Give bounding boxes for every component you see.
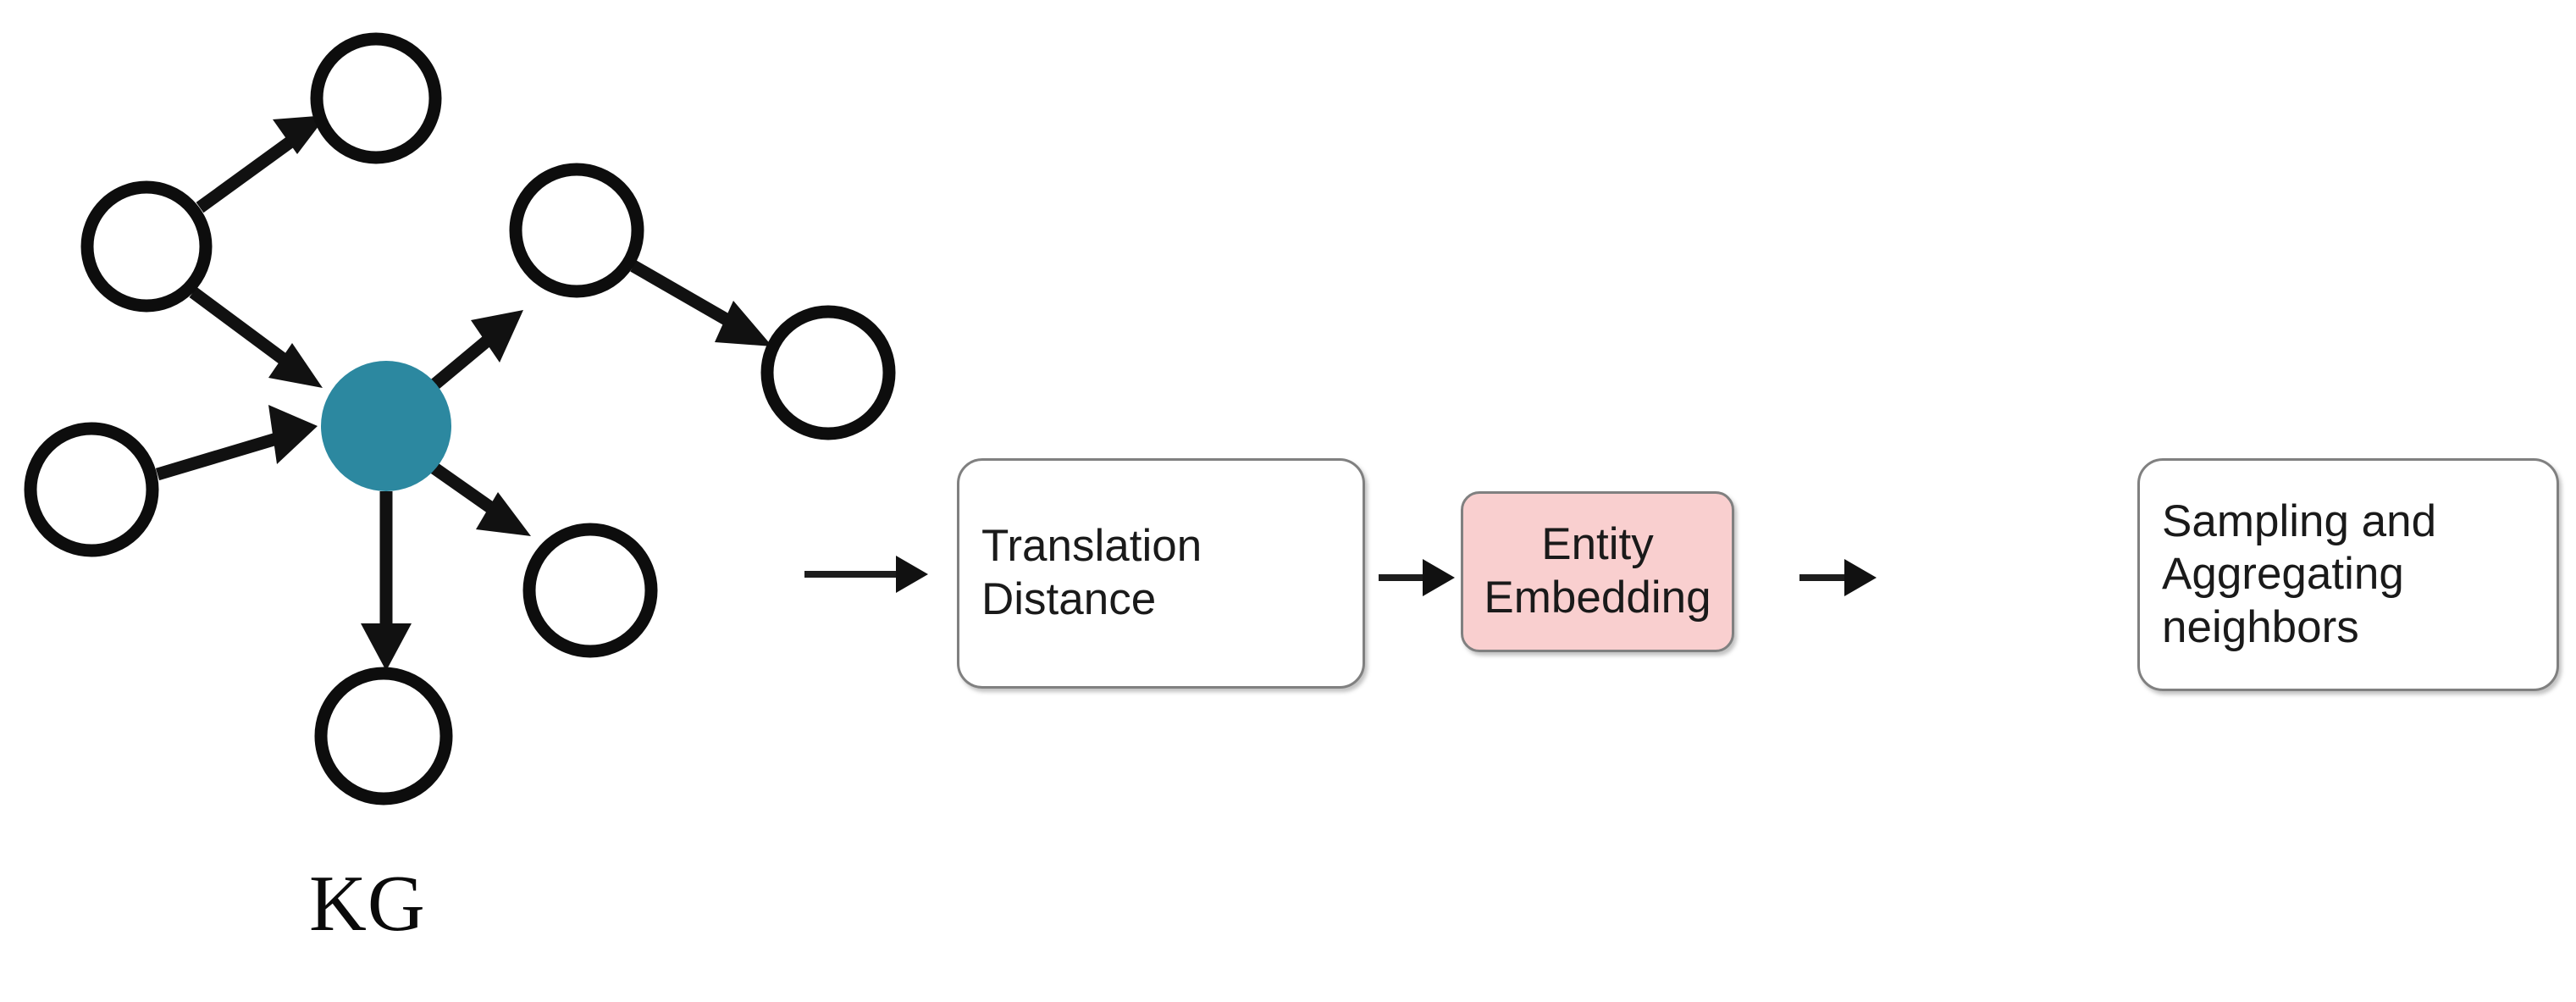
top-neighbor-node[interactable] (310, 32, 442, 164)
kg-edge-center-to-upperright (429, 310, 523, 390)
entity-embedding-box-text: Entity Embedding (1463, 518, 1732, 624)
kg-edge-center-to-bottom (361, 491, 412, 671)
entity-embedding-box[interactable]: Entity Embedding (1461, 491, 1734, 652)
far-right-neighbor-node[interactable] (760, 305, 896, 440)
kg-edges-group (155, 115, 772, 671)
sampling-aggregating-box[interactable]: Sampling and Aggregating neighbors (2137, 458, 2559, 691)
translation-distance-box[interactable]: Translation Distance (957, 458, 1365, 689)
box-text-line: neighbors (2162, 601, 2359, 652)
kg-nodes-group (24, 32, 896, 805)
lower-right-neighbor-node[interactable] (522, 523, 658, 658)
upper-left-neighbor-node[interactable] (80, 180, 213, 313)
kg-edge-left-to-center (155, 405, 318, 481)
box-text-line: Aggregating (2162, 549, 2404, 600)
arrow-kg-to-translation-distance (804, 556, 928, 593)
kg-edge-center-to-lowerright (429, 462, 531, 536)
upper-right-neighbor-node[interactable] (509, 163, 644, 298)
kg-edge-upperleft-to-top (196, 115, 327, 213)
arrow-entity-embedding-to-sampling (1799, 559, 1877, 596)
translation-distance-box-text: Translation Distance (959, 520, 1363, 626)
box-text-line: Translation (981, 521, 1202, 572)
box-text-line: Entity (1541, 519, 1654, 570)
kg-edge-upperright-to-farright (630, 260, 772, 346)
sampling-aggregating-box-text: Sampling and Aggregating neighbors (2140, 495, 2557, 655)
center-entity-node[interactable] (321, 361, 451, 491)
arrow-translation-distance-to-entity-embedding (1379, 559, 1455, 596)
left-neighbor-node[interactable] (24, 422, 159, 557)
box-text-line: Embedding (1484, 573, 1711, 623)
kg-edge-upperleft-to-center (189, 286, 323, 388)
bottom-neighbor-node[interactable] (314, 667, 453, 805)
pipeline-arrows-group (804, 556, 1877, 596)
box-text-line: Distance (981, 574, 1157, 624)
kg-caption-label: KG (309, 860, 426, 948)
box-text-line: Sampling and (2162, 495, 2437, 546)
